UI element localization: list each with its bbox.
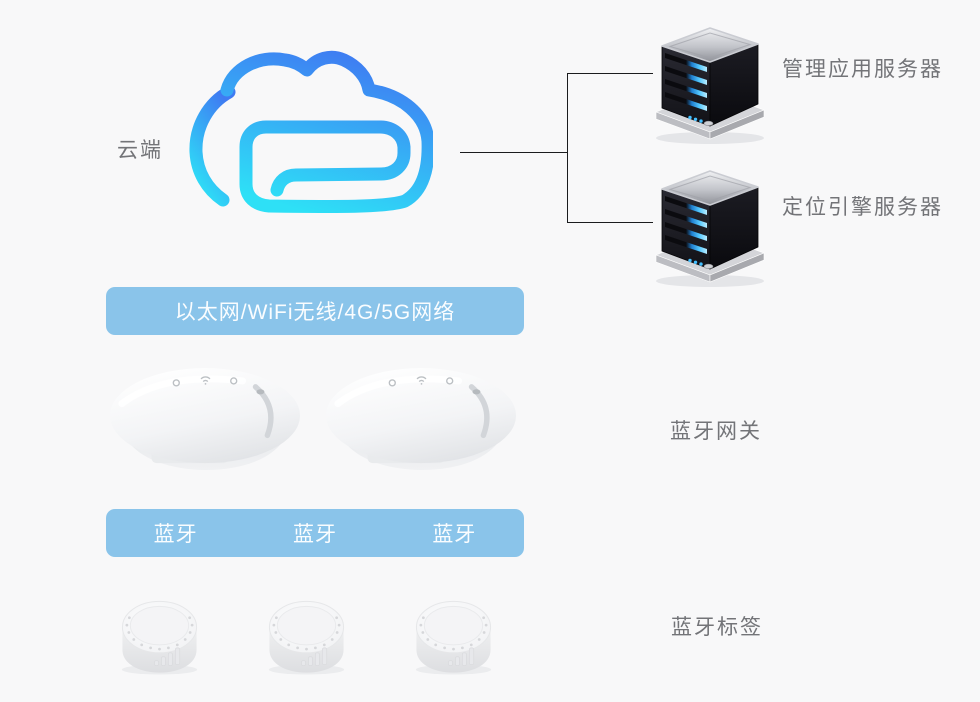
- cloud-e-logo-icon: [189, 50, 433, 213]
- gateway-label: 蓝牙网关: [670, 420, 762, 443]
- connector-line-cloud: [460, 152, 568, 154]
- server-tower-icon: [650, 163, 770, 289]
- bluetooth-banner-item: 蓝牙: [432, 523, 477, 546]
- connector-line-server-2: [567, 221, 653, 223]
- bluetooth-banner-item: 蓝牙: [292, 523, 337, 546]
- bluetooth-tag-device-icon: [264, 594, 349, 677]
- connector-line-server-1: [567, 73, 653, 75]
- network-banner: 以太网/WiFi无线/4G/5G网络: [106, 287, 524, 335]
- server-label-positioning-engine: 定位引擎服务器: [782, 196, 943, 219]
- bluetooth-tag-device-icon: [411, 594, 496, 677]
- server-tower-icon: [650, 20, 770, 146]
- bluetooth-tag-device-icon: [117, 594, 202, 677]
- bluetooth-gateway-device-icon: [106, 366, 304, 478]
- bluetooth-banner: 蓝牙 蓝牙 蓝牙: [106, 509, 524, 557]
- cloud-label: 云端: [117, 139, 163, 162]
- connector-line-vertical: [567, 73, 569, 223]
- network-banner-text: 以太网/WiFi无线/4G/5G网络: [174, 301, 456, 324]
- tag-label: 蓝牙标签: [671, 616, 763, 639]
- server-label-management: 管理应用服务器: [782, 58, 943, 81]
- bluetooth-gateway-device-icon: [322, 366, 520, 478]
- bluetooth-banner-item: 蓝牙: [153, 523, 198, 546]
